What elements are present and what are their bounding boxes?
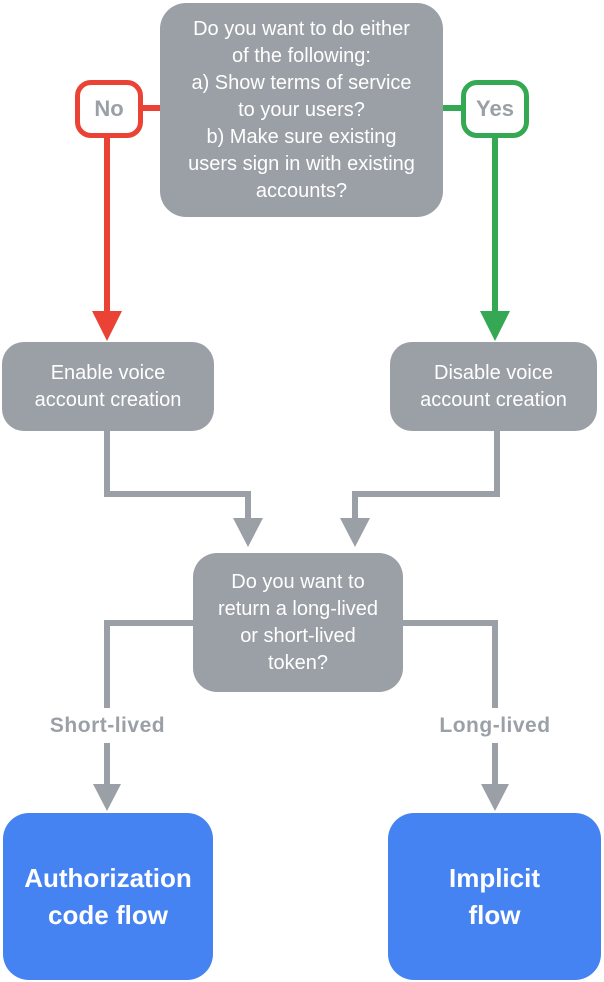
question-token-lifetime: Do you want to return a long-lived or sh… — [193, 553, 403, 692]
disable-to-token-arrow — [340, 428, 500, 547]
authorization-code-flow-node: Authorization code flow — [3, 813, 213, 980]
no-branch-arrow — [92, 105, 165, 341]
short-lived-edge-label-text: Short-lived — [49, 713, 166, 737]
implicit-flow-text: Implicit flow — [448, 862, 540, 930]
disable-voice-account-creation-text: Disable voice account creation — [420, 361, 567, 411]
yes-badge: Yes — [461, 80, 529, 138]
disable-voice-account-creation-node: Disable voice account creation — [390, 342, 597, 431]
long-lived-edge-label-text: Long-lived — [439, 713, 551, 737]
enable-voice-account-creation-text: Enable voice account creation — [34, 361, 182, 411]
question-terms-of-service: Do you want to do either of the followin… — [160, 3, 443, 217]
long-lived-edge-label: Long-lived — [410, 708, 580, 743]
question-token-lifetime-text: Do you want to return a long-lived or sh… — [217, 570, 379, 674]
no-badge: No — [75, 80, 143, 138]
enable-voice-account-creation-node: Enable voice account creation — [2, 342, 214, 431]
yes-badge-text: Yes — [476, 96, 514, 121]
authorization-code-flow-text: Authorization code flow — [24, 862, 192, 930]
short-lived-edge-label: Short-lived — [23, 708, 192, 743]
implicit-flow-node: Implicit flow — [388, 813, 601, 980]
no-badge-text: No — [94, 96, 124, 121]
question-terms-of-service-text: Do you want to do either of the followin… — [188, 17, 415, 202]
enable-to-token-arrow — [104, 428, 263, 547]
yes-branch-arrow — [440, 105, 510, 341]
